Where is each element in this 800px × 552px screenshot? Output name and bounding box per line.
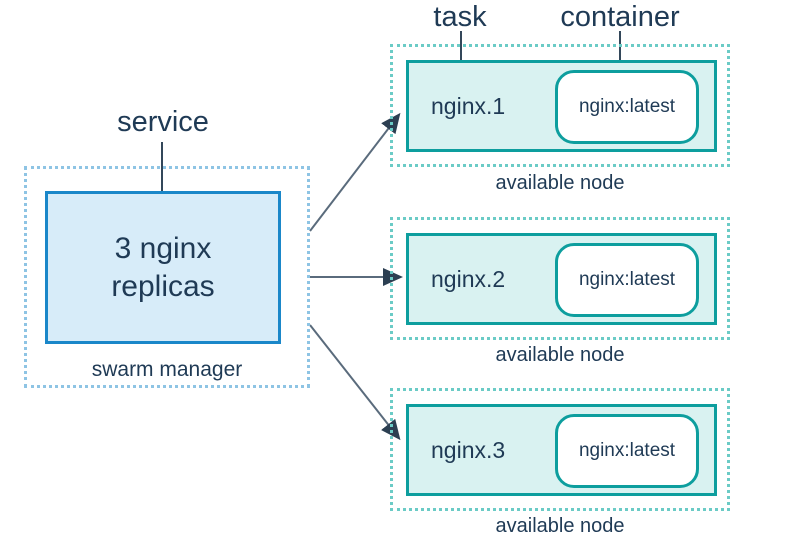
service-box: 3 nginx replicas xyxy=(45,191,281,344)
node-3-caption: available node xyxy=(495,515,625,537)
node-2-container-image: nginx:latest xyxy=(578,269,676,290)
node-1-task-name: nginx.1 xyxy=(431,92,506,119)
node-2-dotted-boundary xyxy=(390,217,730,340)
node-3-container-box: nginx:latest xyxy=(555,414,699,488)
node-2-caption: available node xyxy=(495,344,625,366)
swarm-manager-caption: swarm manager xyxy=(91,358,243,381)
service-label: service xyxy=(117,106,209,138)
node-2-task-box: nginx.2 nginx:latest xyxy=(406,233,717,325)
node-3-container-image: nginx:latest xyxy=(578,440,676,461)
node-3-task-box: nginx.3 nginx:latest xyxy=(406,404,717,496)
swarm-manager-dotted-boundary xyxy=(24,166,310,388)
container-label: container xyxy=(560,1,680,33)
task-label: task xyxy=(433,1,487,33)
node-2-container-box: nginx:latest xyxy=(555,243,699,317)
node-1-container-box: nginx:latest xyxy=(555,70,699,144)
node-1-task-box: nginx.1 nginx:latest xyxy=(406,60,717,152)
node-3-task-name: nginx.3 xyxy=(431,436,506,463)
node-1-caption: available node xyxy=(495,172,625,194)
node-2-task-name: nginx.2 xyxy=(431,265,506,292)
service-replicas-line1: 3 nginx xyxy=(114,232,212,266)
arrow-to-node-1 xyxy=(309,112,401,232)
node-3-dotted-boundary xyxy=(390,388,730,511)
service-replicas-line2: replicas xyxy=(111,269,215,303)
node-1-container-image: nginx:latest xyxy=(578,96,676,117)
service-replicas-text: 3 nginx replicas xyxy=(111,230,214,304)
node-1-dotted-boundary xyxy=(390,44,730,167)
arrow-to-node-3 xyxy=(309,324,401,441)
